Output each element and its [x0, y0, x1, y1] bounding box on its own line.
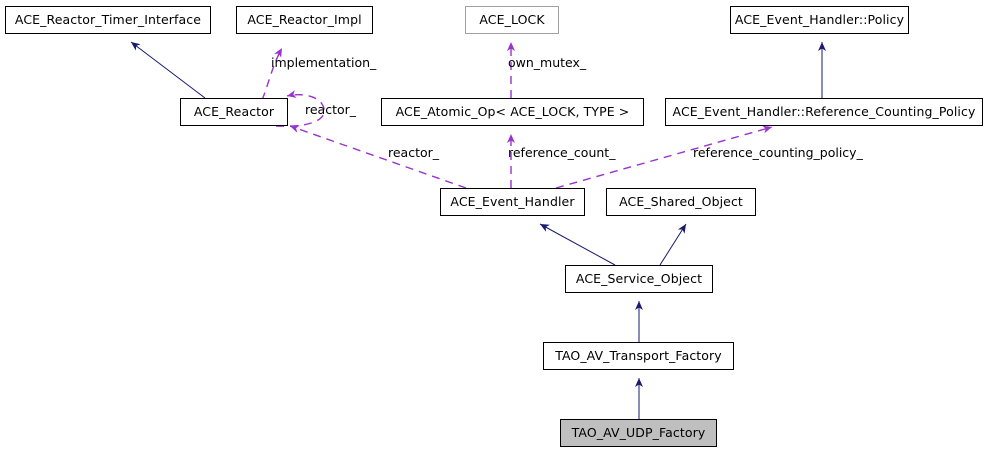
edge-association-implementation: [261, 47, 283, 101]
edge-label-own-mutex: own_mutex_: [508, 55, 587, 70]
class-node-ace-shared-object[interactable]: ACE_Shared_Object: [606, 188, 756, 216]
class-node-ace-reactor[interactable]: ACE_Reactor: [180, 98, 288, 126]
edge-inheritance-service-object-to-event-handler: [539, 223, 616, 266]
edge-label-reactor: reactor_: [388, 145, 440, 160]
class-node-ace-lock[interactable]: ACE_LOCK: [465, 6, 559, 34]
class-node-tao-av-transport-factory[interactable]: TAO_AV_Transport_Factory: [543, 342, 734, 370]
class-node-ace-event-handler[interactable]: ACE_Event_Handler: [440, 188, 585, 216]
edge-inheritance-reactor-to-timer-interface: [130, 41, 206, 99]
class-node-ace-atomic-op[interactable]: ACE_Atomic_Op< ACE_LOCK, TYPE >: [381, 98, 644, 126]
class-node-ace-reactor-timer-interface[interactable]: ACE_Reactor_Timer_Interface: [5, 6, 211, 34]
class-node-ace-service-object[interactable]: ACE_Service_Object: [565, 265, 713, 293]
class-node-ace-event-handler-reference-counting-policy[interactable]: ACE_Event_Handler::Reference_Counting_Po…: [665, 98, 983, 126]
edge-label-reference-counting-policy: reference_counting_policy_: [693, 145, 863, 160]
class-node-ace-event-handler-policy[interactable]: ACE_Event_Handler::Policy: [730, 6, 909, 34]
edge-label-reference-count: reference_count_: [508, 145, 616, 160]
class-node-ace-reactor-impl[interactable]: ACE_Reactor_Impl: [236, 6, 373, 34]
edge-label-reactor-self: reactor_: [305, 102, 357, 117]
edge-association-reactor: [289, 125, 467, 189]
edge-association-reactor-self: [275, 90, 325, 127]
edge-association-reference-counting-policy: [555, 125, 773, 189]
edge-label-implementation: implementation_: [271, 55, 377, 70]
class-node-tao-av-udp-factory[interactable]: TAO_AV_UDP_Factory: [560, 419, 717, 447]
edge-inheritance-service-object-to-shared-object: [659, 223, 687, 266]
